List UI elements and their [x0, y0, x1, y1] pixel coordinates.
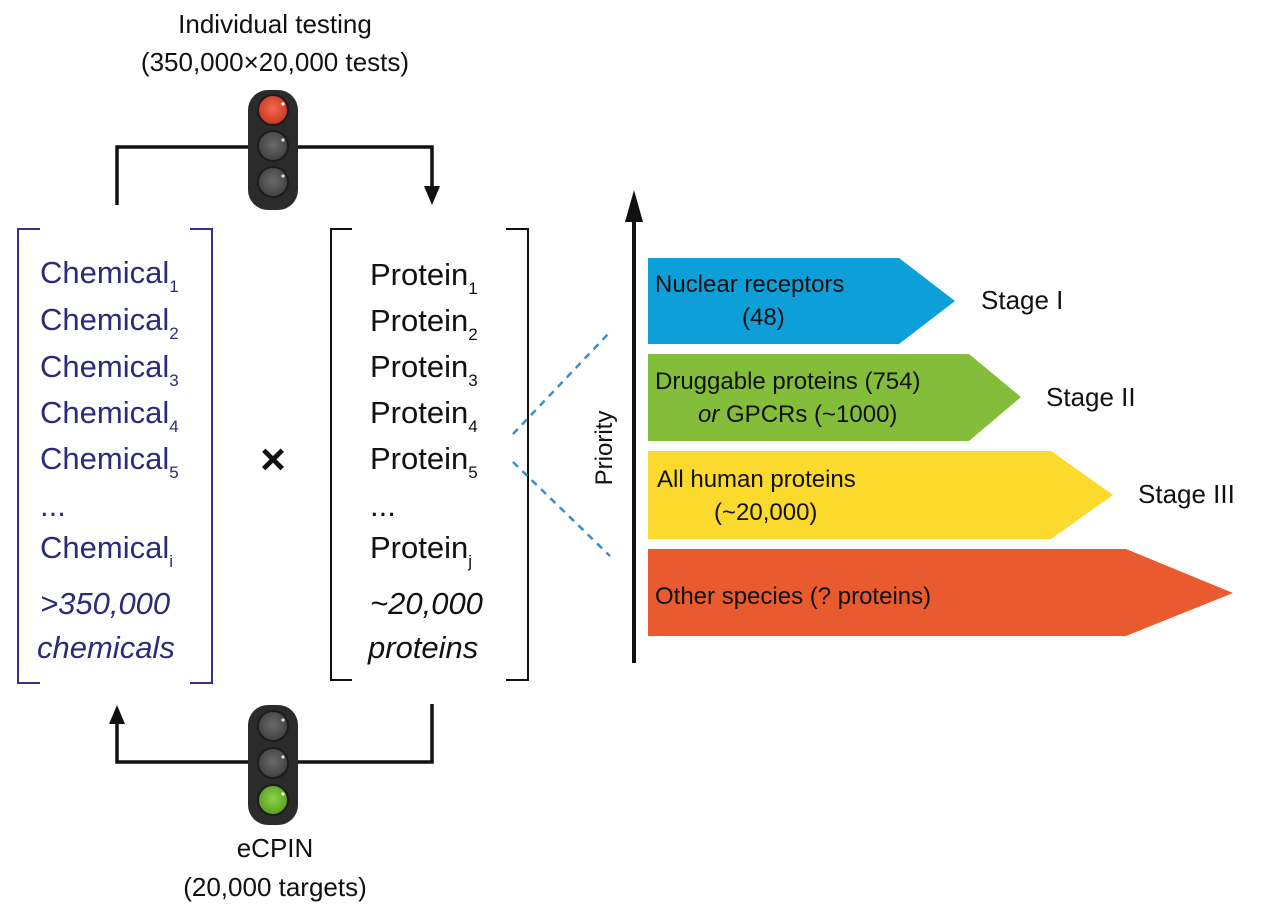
bottom-label-line1: eCPIN — [237, 833, 314, 863]
lamp-off-icon — [257, 130, 289, 162]
lamp-off-icon — [257, 710, 289, 742]
protein-item-last: Proteinj — [370, 530, 472, 571]
top-traffic-light — [248, 90, 298, 210]
tier-druggable-proteins: Druggable proteins (754) or GPCRs (~1000… — [648, 354, 1136, 441]
tier-label-line1: Druggable proteins (754) — [655, 368, 921, 395]
stage-label: Stage I — [981, 285, 1063, 315]
green-lamp-active-icon — [257, 784, 289, 816]
protein-item: Protein4 — [370, 395, 478, 436]
protein-item: Protein5 — [370, 441, 478, 482]
stage-label: Stage II — [1046, 382, 1136, 412]
lamp-off-icon — [257, 166, 289, 198]
protein-item: Protein3 — [370, 349, 478, 390]
top-label-line1: Individual testing — [178, 9, 372, 39]
tier-label-line2: (48) — [742, 304, 785, 331]
tier-label-line1: Other species (? proteins) — [655, 583, 931, 610]
chemical-total-line1: >350,000 — [40, 586, 170, 621]
tier-arrow-shape — [648, 258, 955, 344]
tier-all-human-proteins: All human proteins (~20,000) Stage III — [648, 451, 1235, 539]
tier-label-line1: All human proteins — [657, 466, 856, 493]
times-symbol: × — [260, 435, 286, 484]
tier-arrow-shape — [648, 451, 1113, 539]
tier-nuclear-receptors: Nuclear receptors (48) Stage I — [648, 258, 1063, 344]
protein-total-line1: ~20,000 — [370, 586, 483, 621]
zoom-dashed-lines — [512, 331, 611, 557]
chemical-item-last: Chemicali — [40, 530, 173, 571]
chemical-list: Chemical1 Chemical2 Chemical3 Chemical4 … — [37, 255, 179, 665]
protein-bracket — [330, 228, 529, 681]
top-label-line2: (350,000×20,000 tests) — [141, 47, 409, 77]
chemical-item: Chemical4 — [40, 395, 179, 436]
protein-list: Protein1 Protein2 Protein3 Protein4 Prot… — [367, 257, 483, 665]
chemical-item: Chemical2 — [40, 302, 179, 343]
chemical-item: Chemical3 — [40, 349, 179, 390]
bottom-label-line2: (20,000 targets) — [183, 872, 367, 902]
red-lamp-active-icon — [257, 94, 289, 126]
protein-item: Protein1 — [370, 257, 478, 298]
protein-item: Protein2 — [370, 303, 478, 344]
tier-arrow-shape — [648, 354, 1021, 441]
protein-total-line2: proteins — [367, 630, 478, 665]
tier-label-line2: or GPCRs (~1000) — [698, 401, 897, 428]
tier-arrow-shape — [648, 549, 1233, 636]
tier-label-line2: (~20,000) — [714, 499, 817, 526]
chemical-ellipsis: ... — [40, 488, 66, 523]
chemical-total-line2: chemicals — [37, 630, 175, 665]
lamp-off-icon — [257, 747, 289, 779]
stage-label: Stage III — [1138, 479, 1235, 509]
bottom-traffic-light — [248, 705, 298, 825]
protein-ellipsis: ... — [370, 488, 396, 523]
chemical-item: Chemical5 — [40, 441, 179, 482]
chemical-bracket — [17, 228, 213, 684]
tier-other-species: Other species (? proteins) — [648, 549, 1233, 636]
chemical-item: Chemical1 — [40, 255, 179, 296]
tier-label-line1: Nuclear receptors — [655, 271, 844, 298]
priority-axis-label: Priority — [591, 411, 618, 486]
priority-axis — [625, 190, 643, 663]
